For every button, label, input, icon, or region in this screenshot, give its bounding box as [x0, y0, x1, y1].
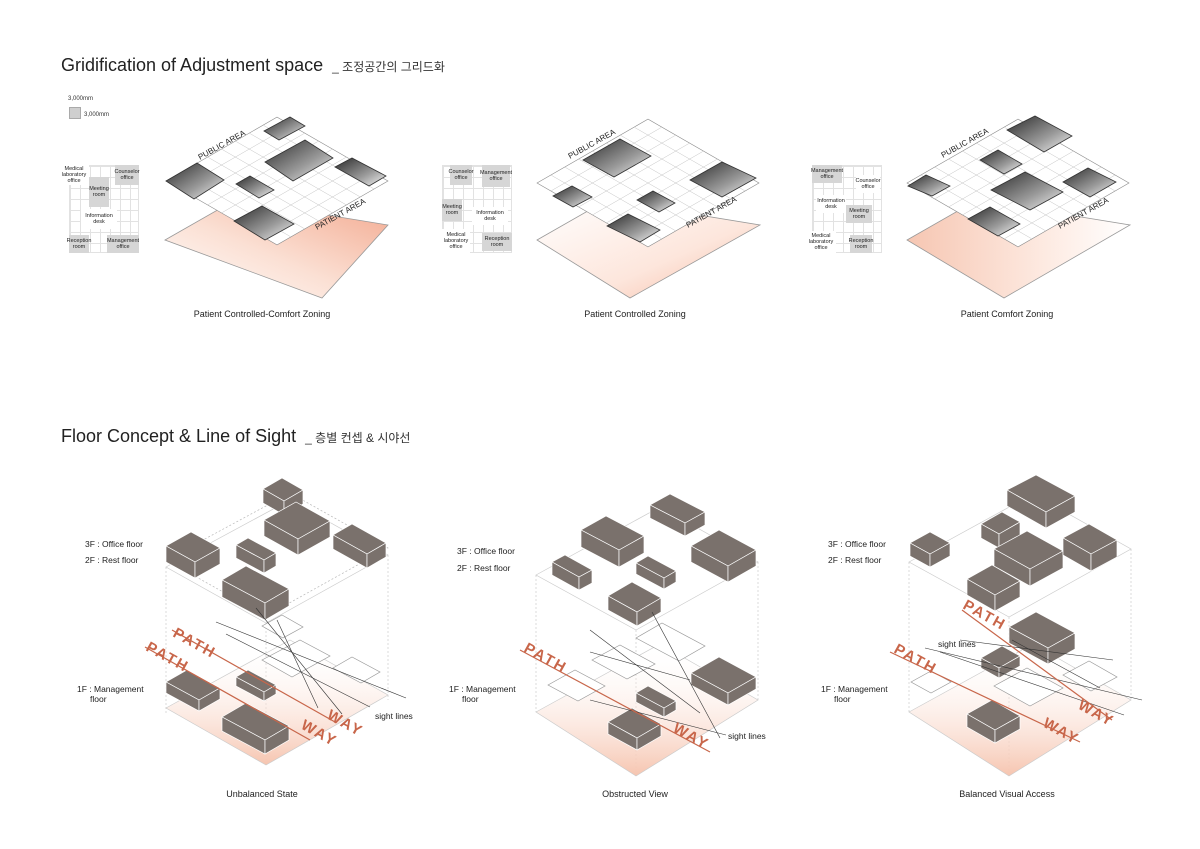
floor-iso-1	[144, 477, 407, 766]
floor-section-title: Floor Concept & Line of Sight _ 층별 컨셉 & …	[61, 426, 410, 447]
floor-label-2f-2: 2F : Rest floor	[457, 563, 511, 573]
plan-1-room-1: Medical laboratory office	[59, 165, 89, 185]
grid-subtitle: _ 조정공간의 그리드화	[332, 60, 445, 74]
plan-1: Medical laboratory office Counselor offi…	[59, 165, 140, 253]
floor-label-1f-3: 1F : Management	[821, 684, 888, 694]
plan-3-room-2: Counselor office	[855, 175, 881, 193]
sight-lines-label-3: sight lines	[938, 639, 976, 649]
floor-label-3f-2: 3F : Office floor	[457, 546, 515, 556]
sight-lines-label-2: sight lines	[728, 731, 766, 741]
scale-swatch	[69, 107, 81, 119]
floor-label-1f-3b: floor	[834, 694, 851, 704]
floor-label-2f-1: 2F : Rest floor	[85, 555, 139, 565]
plan-1-room-2: Counselor office	[114, 165, 140, 185]
zoning-caption-1: Patient Controlled-Comfort Zoning	[193, 309, 331, 319]
plan-2-room-5: Medical laboratory office	[442, 229, 470, 253]
grid-title: Gridification of Adjustment space	[61, 55, 324, 75]
plan-2-room-1: Counselor office	[448, 165, 474, 185]
floor-label-2f-3: 2F : Rest floor	[828, 555, 882, 565]
floor-iso-2	[519, 493, 759, 777]
plan-3: Management office Counselor office Infor…	[806, 165, 882, 253]
plan-1-room-5: Reception room	[67, 235, 91, 253]
floor-label-1f-1b: floor	[90, 694, 107, 704]
floor-label-1f-1: 1F : Management	[77, 684, 144, 694]
zoning-caption-3: Patient Comfort Zoning	[960, 309, 1054, 319]
zoning-caption-2: Patient Controlled Zoning	[584, 309, 686, 319]
plan-3-room-5: Medical laboratory office	[806, 231, 836, 253]
plan-3-room-3: Information desk	[816, 195, 846, 213]
floor-label-1f-2: 1F : Management	[449, 684, 516, 694]
path-label-3b: PATH	[891, 641, 940, 678]
plan-1-room-4: Information desk	[81, 209, 117, 229]
zoning-iso-1	[164, 116, 389, 299]
plan-1-room-6: Management office	[107, 235, 139, 253]
floor-caption-3: Balanced Visual Access	[959, 789, 1055, 799]
grid-section-title: Gridification of Adjustment space _ 조정공간…	[61, 55, 445, 76]
zoning-iso-3	[906, 115, 1132, 299]
floor-label-3f-3: 3F : Office floor	[828, 539, 886, 549]
floor-caption-2: Obstructed View	[602, 789, 668, 799]
plan-3-room-6: Reception room	[849, 235, 873, 253]
plan-2-room-4: Information desk	[472, 207, 508, 225]
path-label-2: PATH	[521, 640, 570, 677]
floor-title: Floor Concept & Line of Sight	[61, 426, 297, 446]
scale-top-label: 3,000mm	[68, 96, 94, 102]
plan-3-room-1: Management office	[811, 165, 843, 183]
plan-2-room-2: Management office	[480, 165, 512, 187]
plan-1-room-3: Meeting room	[89, 177, 109, 207]
floor-label-3f-1: 3F : Office floor	[85, 539, 143, 549]
sight-lines-label-1: sight lines	[375, 711, 413, 721]
zoning-iso-2	[536, 118, 762, 299]
floor-label-1f-2b: floor	[462, 694, 479, 704]
floor-caption-1: Unbalanced State	[226, 789, 298, 799]
floor-subtitle: _ 층별 컨셉 & 시야선	[305, 431, 411, 445]
plan-2: Counselor office Management office Meeti…	[442, 165, 512, 253]
plan-2-room-3: Meeting room	[442, 199, 462, 221]
plan-2-room-6: Reception room	[482, 233, 512, 251]
scale-side-label: 3,000mm	[84, 112, 110, 118]
plan-3-room-4: Meeting room	[846, 205, 872, 223]
floor-iso-3	[889, 474, 1143, 777]
